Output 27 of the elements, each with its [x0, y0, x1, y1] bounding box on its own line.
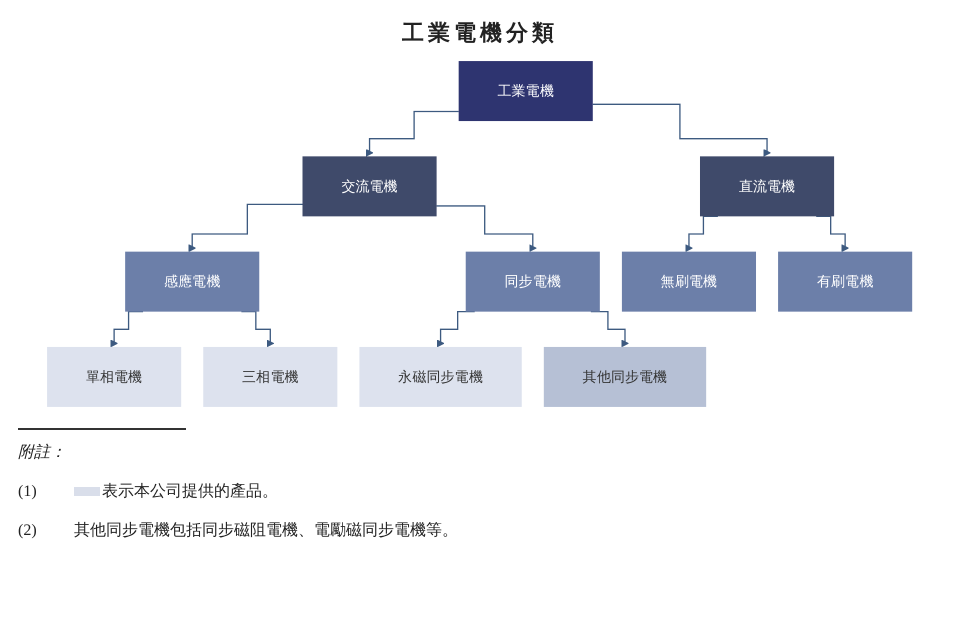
node-box: 感應電機: [126, 252, 260, 312]
legend-text: 表示本公司提供的產品。: [102, 482, 278, 502]
arrow: [685, 216, 718, 252]
arrow: [816, 216, 850, 252]
arrow: [242, 310, 275, 348]
node-box: 有刷電機: [778, 252, 913, 312]
node-box: 三相電機: [204, 346, 338, 407]
arrow: [593, 104, 772, 157]
arrow: [591, 310, 630, 348]
arrow: [366, 110, 460, 157]
note-number: (2): [18, 522, 38, 540]
diagram-title: 工業電機分類: [401, 19, 559, 47]
note-text: 其他同步電機包括同步磁阻電機、電勵磁同步電機等。: [74, 520, 458, 541]
arrow: [110, 310, 144, 348]
node-box: 單相電機: [47, 346, 182, 407]
arrow: [437, 310, 476, 348]
node-box: 同步電機: [466, 252, 600, 312]
node-box: 交流電機: [302, 156, 437, 216]
node-box: 其他同步電機: [544, 346, 707, 407]
node-box: 直流電機: [700, 156, 834, 216]
arrow: [436, 205, 538, 252]
node-box: 永磁同步電機: [360, 346, 522, 407]
arrow: [188, 204, 303, 252]
note-number: (1): [18, 482, 38, 500]
node-box: 工業電機: [459, 61, 594, 122]
node-box: 無刷電機: [622, 252, 756, 312]
notes-heading: 附註：: [18, 442, 66, 463]
